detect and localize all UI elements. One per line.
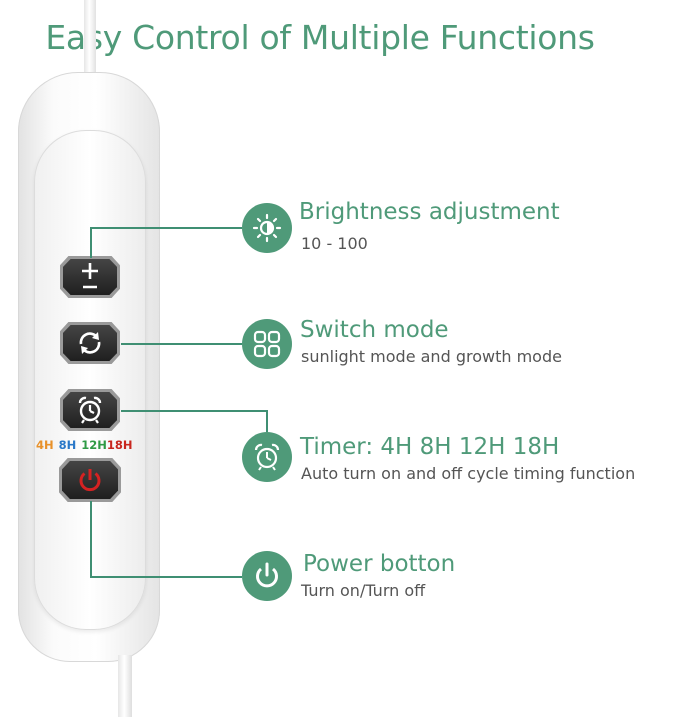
timer-feature-badge bbox=[242, 432, 292, 482]
timer-label-18h: 18H bbox=[106, 438, 133, 452]
timer-labels: 4H 8H 12H18H bbox=[36, 438, 138, 452]
leader-line-power-h bbox=[90, 576, 242, 578]
mode-feature-badge bbox=[242, 319, 292, 369]
power-button[interactable] bbox=[59, 458, 121, 502]
leader-line-power-v bbox=[90, 501, 92, 577]
timer-title: Timer: 4H 8H 12H 18H bbox=[300, 434, 560, 460]
cycle-arrows-icon bbox=[79, 332, 101, 354]
leader-line-timer-v bbox=[266, 410, 268, 432]
grid-mode-icon bbox=[253, 330, 281, 358]
plus-minus-icon bbox=[82, 263, 98, 289]
brightness-desc: 10 - 100 bbox=[301, 234, 368, 253]
power-icon bbox=[79, 469, 101, 492]
mode-button[interactable] bbox=[60, 322, 120, 364]
brightness-button[interactable] bbox=[60, 256, 120, 298]
power-feature-badge bbox=[242, 551, 292, 601]
leader-line-mode bbox=[121, 343, 242, 345]
brightness-feature-badge bbox=[242, 203, 292, 253]
timer-label-4h: 4H bbox=[36, 438, 54, 452]
brightness-title: Brightness adjustment bbox=[299, 199, 560, 225]
power-title: Power botton bbox=[303, 551, 456, 577]
power-desc: Turn on/Turn off bbox=[301, 581, 426, 600]
timer-desc: Auto turn on and off cycle timing functi… bbox=[301, 464, 636, 483]
leader-line-brightness-v bbox=[90, 228, 92, 258]
mode-title: Switch mode bbox=[300, 317, 449, 343]
timer-button[interactable] bbox=[60, 389, 120, 431]
alarm-clock-icon bbox=[78, 396, 102, 424]
mode-desc: sunlight mode and growth mode bbox=[301, 347, 562, 366]
timer-label-8h: 8H bbox=[58, 438, 77, 452]
brightness-icon bbox=[252, 213, 282, 243]
timer-label-12h: 12H bbox=[81, 438, 107, 452]
cable-bottom bbox=[118, 655, 132, 717]
power-icon bbox=[256, 562, 278, 588]
page-title: Easy Control of Multiple Functions bbox=[45, 18, 595, 57]
alarm-clock-icon bbox=[254, 443, 280, 471]
cable-top bbox=[84, 0, 96, 90]
leader-line-brightness-h bbox=[90, 227, 242, 229]
leader-line-timer-h1 bbox=[121, 410, 268, 412]
